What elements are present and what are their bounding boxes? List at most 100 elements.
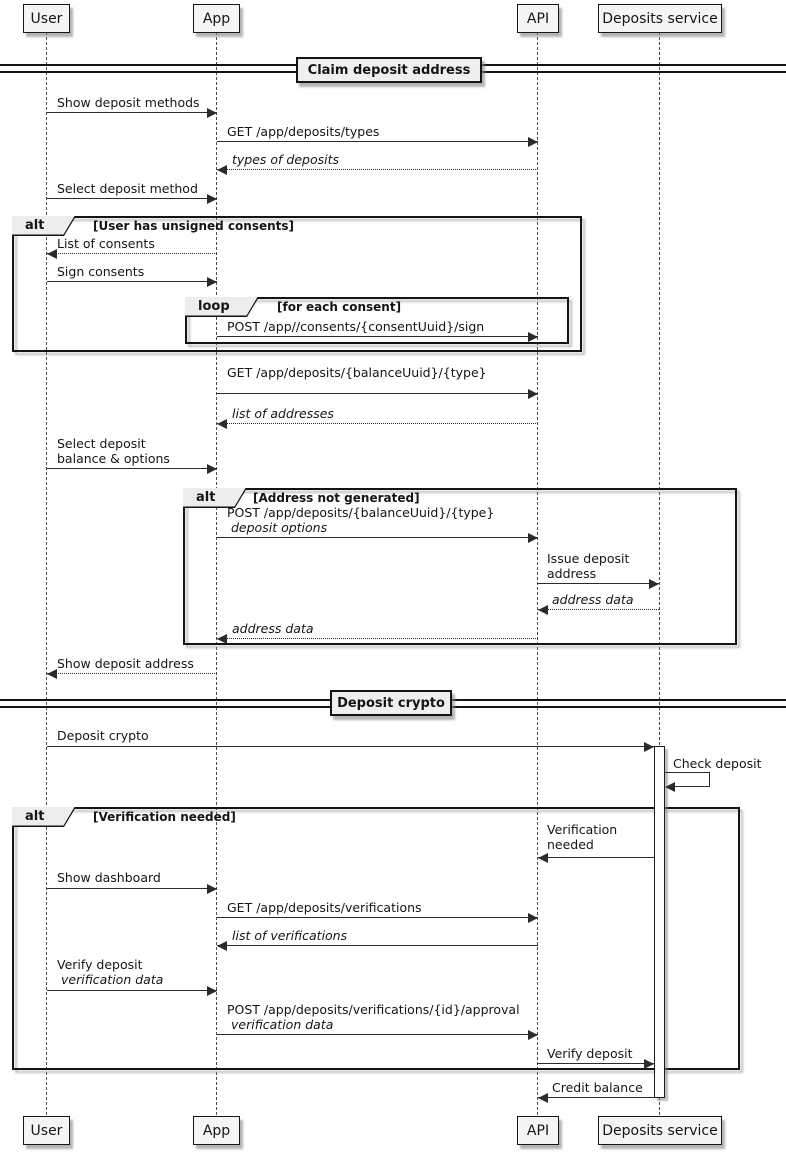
arrow-left-icon [217, 419, 227, 429]
frame-operator: alt [25, 808, 45, 824]
participant-label: API [526, 1122, 550, 1139]
arrow-right-icon [528, 913, 538, 923]
message-label: Verify deposit [57, 957, 143, 972]
message-label: Select deposit method [57, 181, 198, 196]
arrow-left-icon [217, 165, 227, 175]
arrow-left-icon [665, 782, 675, 792]
arrow-left-icon [538, 853, 548, 863]
self-message-line [665, 772, 710, 773]
participant-user-bottom: User [23, 1116, 70, 1145]
divider-deposit-crypto: Deposit crypto [330, 690, 452, 716]
message-line [47, 281, 217, 282]
message-label: balance & options [57, 451, 170, 466]
participant-user-top: User [23, 4, 70, 33]
message-line [217, 537, 538, 538]
message-line [47, 673, 217, 674]
self-message-line [709, 772, 710, 786]
message-label: address data [552, 592, 634, 607]
lifeline-api [537, 32, 538, 1115]
arrow-right-icon [528, 137, 538, 147]
participant-api-top: API [517, 4, 559, 33]
message-label: Select deposit [57, 436, 146, 451]
arrow-left-icon [217, 941, 227, 951]
message-label: POST /app//consents/{consentUuid}/sign [227, 319, 485, 334]
frame-condition: [User has unsigned consents] [93, 219, 295, 233]
arrow-right-icon [207, 986, 217, 996]
arrow-right-icon [207, 884, 217, 894]
message-label: address [547, 566, 597, 581]
arrow-left-icon [538, 1093, 548, 1103]
message-line [217, 917, 538, 918]
message-label: Sign consents [57, 264, 145, 279]
lifeline-user [46, 32, 47, 1115]
message-line [217, 1034, 538, 1035]
message-line [217, 336, 538, 337]
message-line [217, 945, 538, 946]
arrow-right-icon [207, 464, 217, 474]
message-line [217, 393, 538, 394]
loop-frame-for-each-consent [185, 297, 569, 344]
participant-deposits-service-bottom: Deposits service [598, 1116, 722, 1145]
arrow-right-icon [207, 108, 217, 118]
message-label: POST /app/deposits/{balanceUuid}/{type} [227, 505, 495, 520]
frame-operator: loop [198, 298, 230, 314]
participant-label: App [202, 1122, 231, 1139]
arrow-right-icon [649, 579, 659, 589]
message-line [538, 609, 659, 610]
message-label: verification data [231, 1017, 334, 1032]
arrow-right-icon [528, 1030, 538, 1040]
arrow-left-icon [47, 669, 57, 679]
frame-operator: alt [196, 489, 216, 505]
participant-deposits-service-top: Deposits service [598, 4, 722, 33]
lifeline-deposits-service [659, 32, 660, 1115]
message-label: Show dashboard [57, 870, 161, 885]
message-label: Verification [547, 822, 618, 837]
message-line [217, 423, 538, 424]
arrow-right-icon [528, 332, 538, 342]
alt-frame-unsigned-consents [12, 216, 582, 352]
message-label: GET /app/deposits/verifications [227, 900, 422, 915]
arrow-left-icon [538, 605, 548, 615]
participant-label: User [30, 1122, 63, 1139]
message-line [47, 888, 217, 889]
message-label: types of deposits [232, 152, 340, 167]
message-line [217, 169, 538, 170]
message-line [538, 1063, 654, 1064]
message-label: Deposit crypto [57, 728, 149, 743]
participant-label: Deposits service [602, 1122, 718, 1139]
alt-frame-header: alt [12, 216, 76, 236]
self-message-line [674, 786, 710, 787]
divider-label: Deposit crypto [337, 695, 445, 711]
message-line [538, 583, 659, 584]
message-line [47, 746, 654, 747]
message-label: GET /app/deposits/types [227, 124, 380, 139]
message-label: list of addresses [232, 406, 334, 421]
message-line [47, 198, 217, 199]
frame-condition: [Address not generated] [253, 491, 420, 505]
alt-frame-verification-needed [12, 807, 740, 1070]
message-label: Issue deposit [547, 551, 630, 566]
message-label: Show deposit methods [57, 95, 200, 110]
message-line [47, 112, 217, 113]
alt-frame-header: alt [12, 807, 76, 827]
message-label: address data [232, 621, 314, 636]
participant-label: API [526, 10, 550, 27]
message-label: List of consents [57, 236, 155, 251]
frame-operator: alt [25, 217, 45, 233]
arrow-left-icon [217, 634, 227, 644]
participant-app-top: App [193, 4, 240, 33]
message-line [47, 468, 217, 469]
arrow-right-icon [207, 277, 217, 287]
message-label: deposit options [231, 520, 328, 535]
message-line [538, 857, 654, 858]
activation-bar-deposits-service [654, 746, 665, 1098]
message-label: Show deposit address [57, 656, 194, 671]
arrow-right-icon [528, 389, 538, 399]
frame-condition: [for each consent] [277, 300, 402, 314]
frame-condition: [Verification needed] [93, 810, 236, 824]
arrow-right-icon [528, 533, 538, 543]
message-label: needed [547, 837, 594, 852]
message-label: list of verifications [232, 928, 348, 943]
participant-label: User [30, 10, 63, 27]
